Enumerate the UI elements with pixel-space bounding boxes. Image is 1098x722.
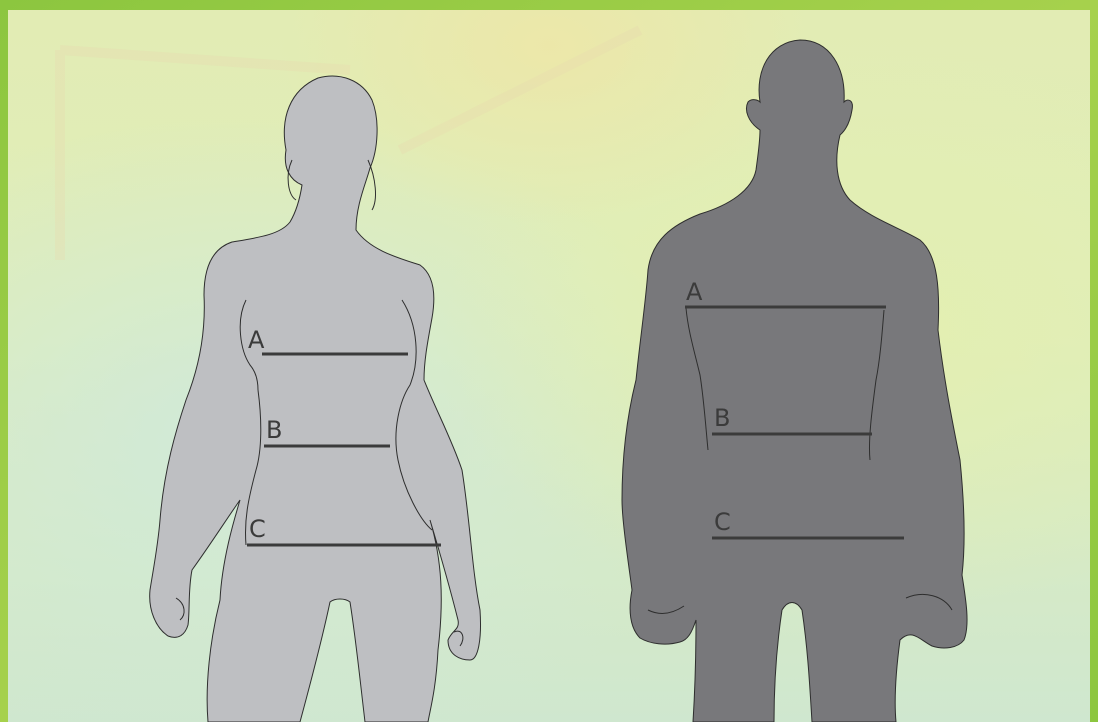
male-label-b: B [714,404,730,432]
male-label-c: C [714,508,731,536]
male-label-a: A [686,278,703,306]
female-label-b: B [266,416,282,444]
female-label-c: C [249,515,266,543]
female-label-a: A [248,326,265,354]
